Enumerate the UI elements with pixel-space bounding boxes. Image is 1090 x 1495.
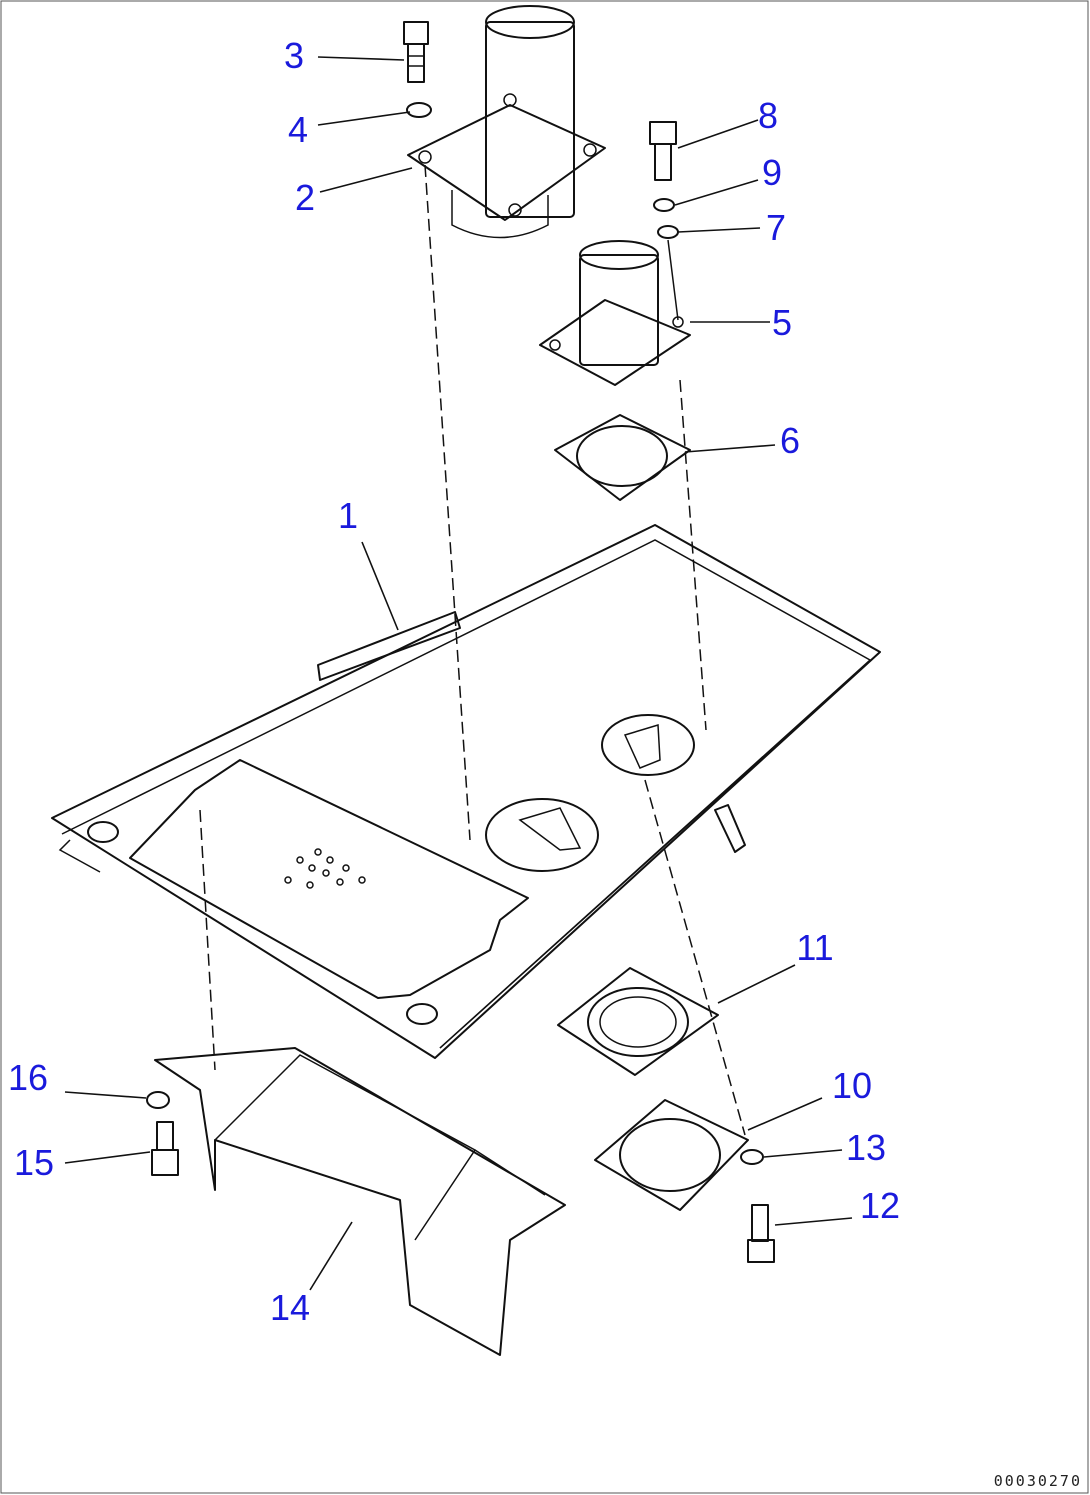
callout-9: 9 — [762, 152, 782, 193]
part-13-washer — [740, 1149, 764, 1165]
callout-4: 4 — [288, 109, 308, 150]
callout-12: 12 — [860, 1185, 900, 1226]
part-7-washer — [657, 225, 679, 239]
part-1-floor-plate — [51, 524, 881, 1059]
part-6-gasket — [554, 414, 691, 501]
callout-10: 10 — [832, 1065, 872, 1106]
part-2-exhaust-pipe — [407, 5, 606, 239]
part-3-bolt — [403, 21, 429, 83]
part-16-washer — [146, 1091, 170, 1109]
callout-13: 13 — [846, 1127, 886, 1168]
callout-6: 6 — [780, 420, 800, 461]
part-12-bolt — [747, 1204, 775, 1263]
callout-5: 5 — [772, 302, 792, 343]
callout-1: 1 — [338, 495, 358, 536]
part-11-flange — [557, 967, 719, 1076]
part-10-plate — [594, 1099, 749, 1211]
part-5-pipe-adapter — [539, 240, 691, 386]
callout-labels: 1 2 3 4 5 6 7 8 9 10 11 12 13 14 15 16 — [8, 35, 900, 1328]
leader-lines — [64, 56, 853, 1291]
callout-15: 15 — [14, 1142, 54, 1183]
callout-2: 2 — [295, 177, 315, 218]
part-4-washer — [406, 102, 432, 118]
callout-8: 8 — [758, 95, 778, 136]
reference-code: 00030270 — [994, 1472, 1082, 1490]
part-14-duct — [154, 1047, 566, 1356]
part-8-bolt — [649, 121, 677, 181]
callout-7: 7 — [766, 207, 786, 248]
callout-16: 16 — [8, 1057, 48, 1098]
part-9-washer — [653, 198, 675, 212]
callout-11: 11 — [796, 927, 833, 968]
callout-3: 3 — [284, 35, 304, 76]
callout-14: 14 — [270, 1287, 310, 1328]
part-15-clip-bolt — [151, 1121, 179, 1176]
alignment-lines — [199, 164, 746, 1136]
